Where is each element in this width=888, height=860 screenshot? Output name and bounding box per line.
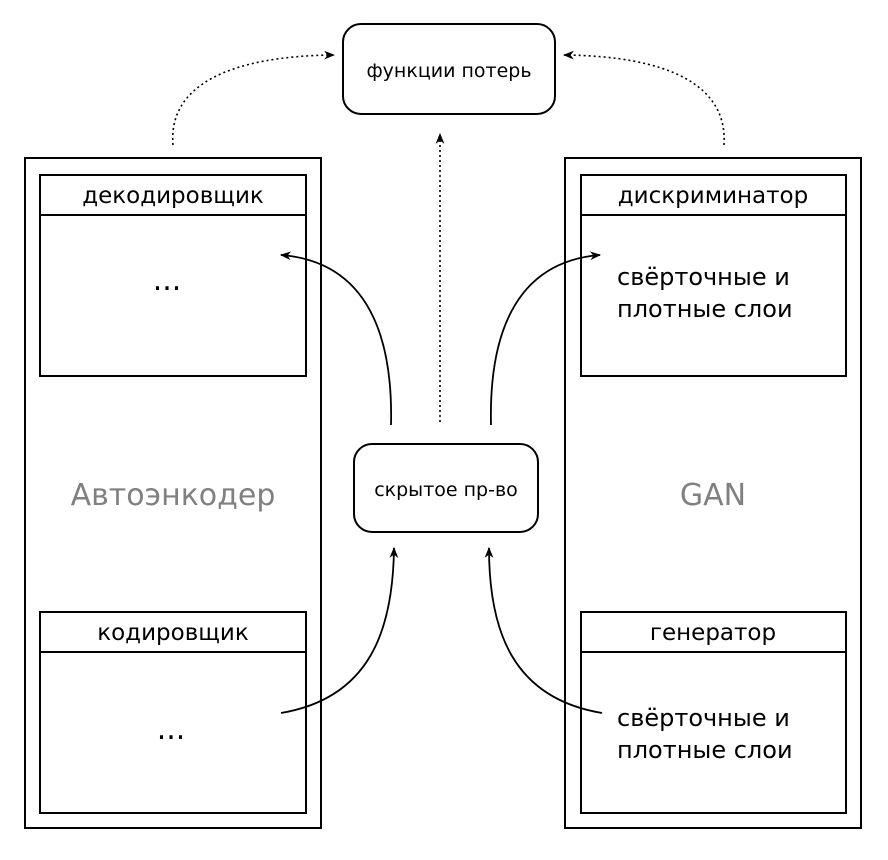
- encoder-header: кодировщик: [97, 620, 249, 646]
- gan-label: GAN: [680, 478, 746, 513]
- loss-node-label: функции потерь: [366, 60, 531, 82]
- encoder-body: ...: [157, 712, 186, 747]
- gan-panel: GAN дискриминатор свёрточные и плотные с…: [564, 157, 862, 829]
- loss-node: функции потерь: [342, 23, 556, 115]
- arrow-generator-to-latent: [484, 546, 603, 714]
- discriminator-body-line1: свёрточные и: [617, 263, 790, 291]
- arrow-autoencoder-to-loss: [172, 50, 336, 146]
- arrow-latent-to-discriminator: [490, 251, 602, 426]
- discriminator-box: дискриминатор свёрточные и плотные слои: [580, 174, 847, 377]
- decoder-header: декодировщик: [82, 183, 264, 209]
- arrow-latent-to-decoder: [279, 251, 392, 426]
- latent-node: скрытое пр-во: [353, 443, 539, 533]
- discriminator-header: дискриминатор: [618, 183, 808, 209]
- generator-body-line1: свёрточные и: [617, 704, 790, 732]
- arrow-encoder-to-latent: [280, 546, 399, 714]
- arrow-gan-to-loss: [562, 50, 725, 146]
- encoder-box: кодировщик ...: [39, 611, 307, 814]
- decoder-box: декодировщик ...: [39, 174, 307, 377]
- autoencoder-label: Автоэнкодер: [71, 478, 276, 513]
- discriminator-body-line2: плотные слои: [617, 295, 793, 323]
- latent-node-label: скрытое пр-во: [374, 479, 518, 501]
- generator-header: генератор: [650, 620, 776, 646]
- generator-box: генератор свёрточные и плотные слои: [580, 611, 847, 814]
- decoder-body: ...: [153, 263, 182, 298]
- generator-body-line2: плотные слои: [617, 736, 793, 764]
- autoencoder-panel: Автоэнкодер декодировщик ... кодировщик …: [24, 157, 322, 829]
